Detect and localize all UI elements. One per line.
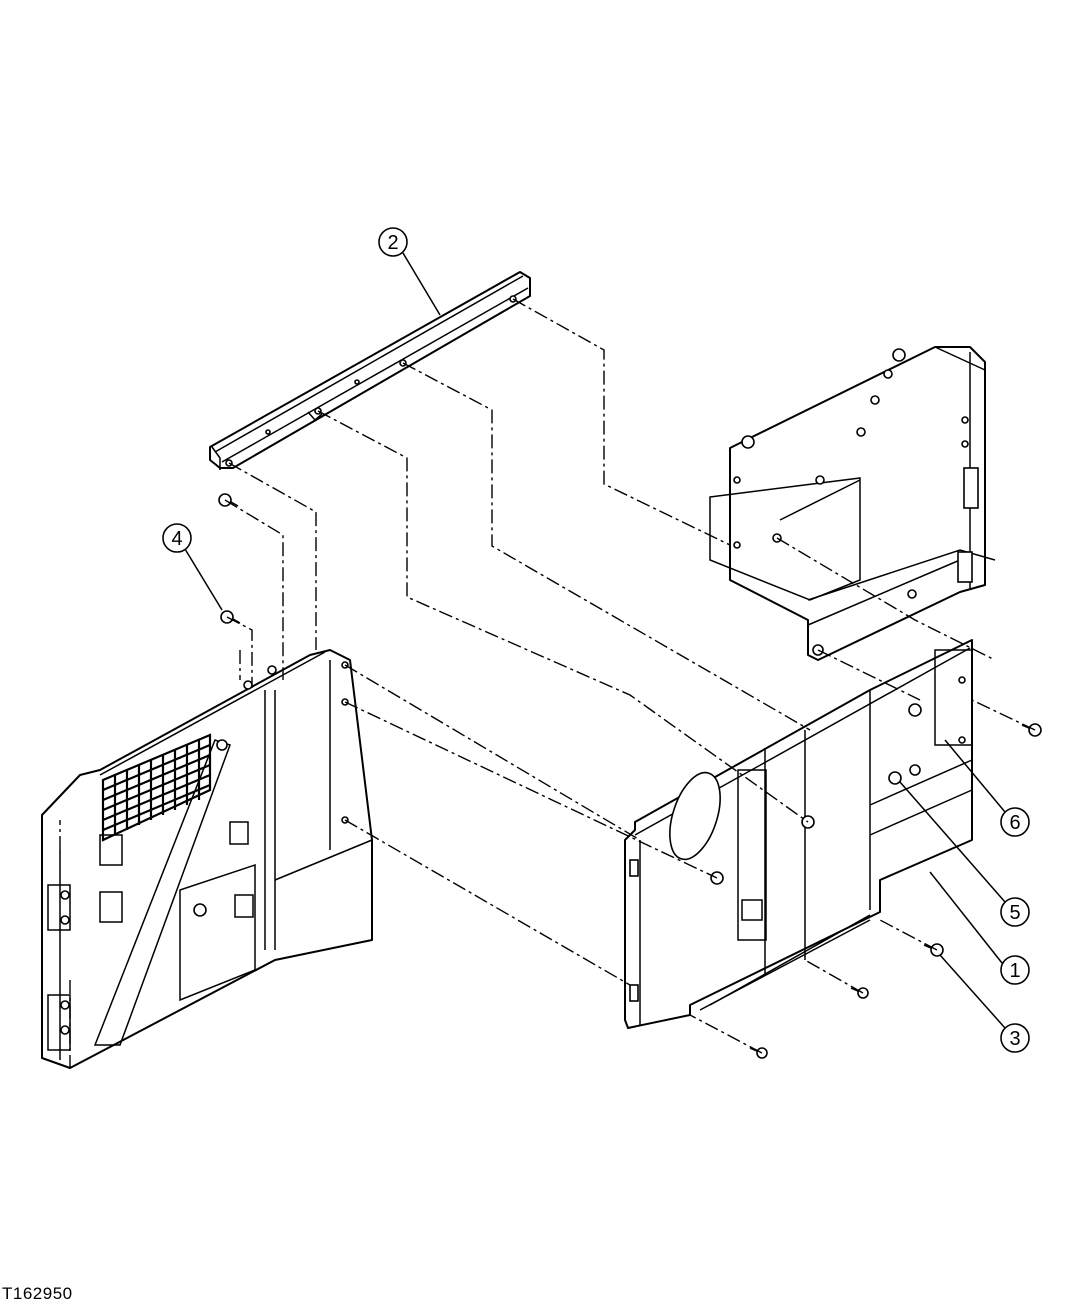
rear-panel-assembly [709, 346, 996, 661]
callout-2: 2 [378, 227, 441, 316]
svg-text:6: 6 [1009, 812, 1020, 834]
svg-text:1: 1 [1009, 960, 1020, 982]
left-side-panel [41, 649, 373, 1069]
vent-grille [101, 733, 212, 842]
part-1-housing [624, 639, 973, 1029]
alignment-lines [59, 298, 1036, 1068]
callout-5: 5 [899, 781, 1030, 927]
svg-text:2: 2 [387, 232, 398, 254]
callout-4: 4 [162, 523, 223, 611]
svg-text:5: 5 [1009, 902, 1020, 924]
figure-id-label: T162950 [2, 1284, 73, 1303]
svg-text:3: 3 [1009, 1028, 1020, 1050]
callout-3: 3 [939, 954, 1030, 1053]
callout-1: 1 [929, 871, 1030, 985]
svg-text:4: 4 [171, 528, 182, 550]
callout-6: 6 [944, 739, 1030, 837]
part-2-angle-rail [209, 271, 531, 470]
